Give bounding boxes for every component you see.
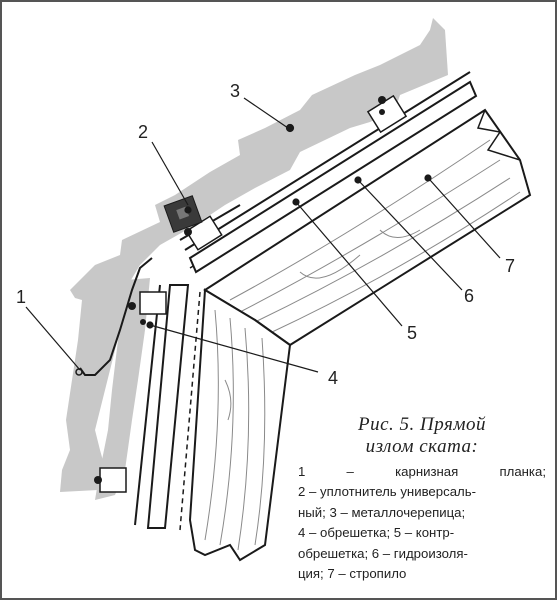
metal-tile-profile [60,18,448,492]
legend-line-4: 4 – обрешетка; 5 – контр- [298,525,455,541]
caption-legend: 1 – карнизная планка; 2 – уплотнитель ун… [298,462,546,584]
legend-word: 1 [298,464,306,479]
legend-line-2: 2 – уплотнитель универсаль- [298,484,476,500]
batten-block [366,94,408,134]
figure-caption: Рис. 5. Прямой излом ската: 1 – карнизна… [298,414,546,584]
lower-tile-strip [95,278,150,500]
legend-word: планка; [499,464,546,479]
callout-3: 3 [230,81,240,101]
legend-line-5: обрешетка; 6 – гидроизоля- [298,545,468,561]
caption-title: Рис. 5. Прямой излом ската: [298,414,546,458]
rafter-upper-grain [229,139,521,334]
callout-6: 6 [464,286,474,306]
caption-title-line1: Рис. 5. Прямой [358,414,486,435]
callout-5: 5 [407,323,417,343]
callout-1: 1 [16,287,26,307]
rafter-upper-break [476,109,521,161]
legend-line-6: ция; 7 – стропило [298,566,407,582]
batten-upper-line [184,71,471,251]
batten-lower-line [134,284,161,526]
leader-lines [25,97,501,373]
legend-word: – [346,464,354,479]
callout-7: 7 [505,256,515,276]
callout-2: 2 [138,122,148,142]
rafter-lower-grain [204,309,266,551]
legend-line-3: ный; 3 – металлочерепица; [298,504,466,520]
counter-batten-upper [188,80,478,274]
eave-plank [79,257,153,376]
waterproofing-lower [179,291,201,531]
screws [94,96,386,484]
legend-word: карнизная [395,464,459,479]
caption-title-line2: излом ската: [365,436,479,457]
counter-batten-lower [146,284,190,529]
batten-block [139,291,167,315]
battens [99,94,408,493]
batten-block [99,467,127,493]
legend-line-1: 1 – карнизная планка; [298,462,546,482]
callout-4: 4 [328,368,338,388]
